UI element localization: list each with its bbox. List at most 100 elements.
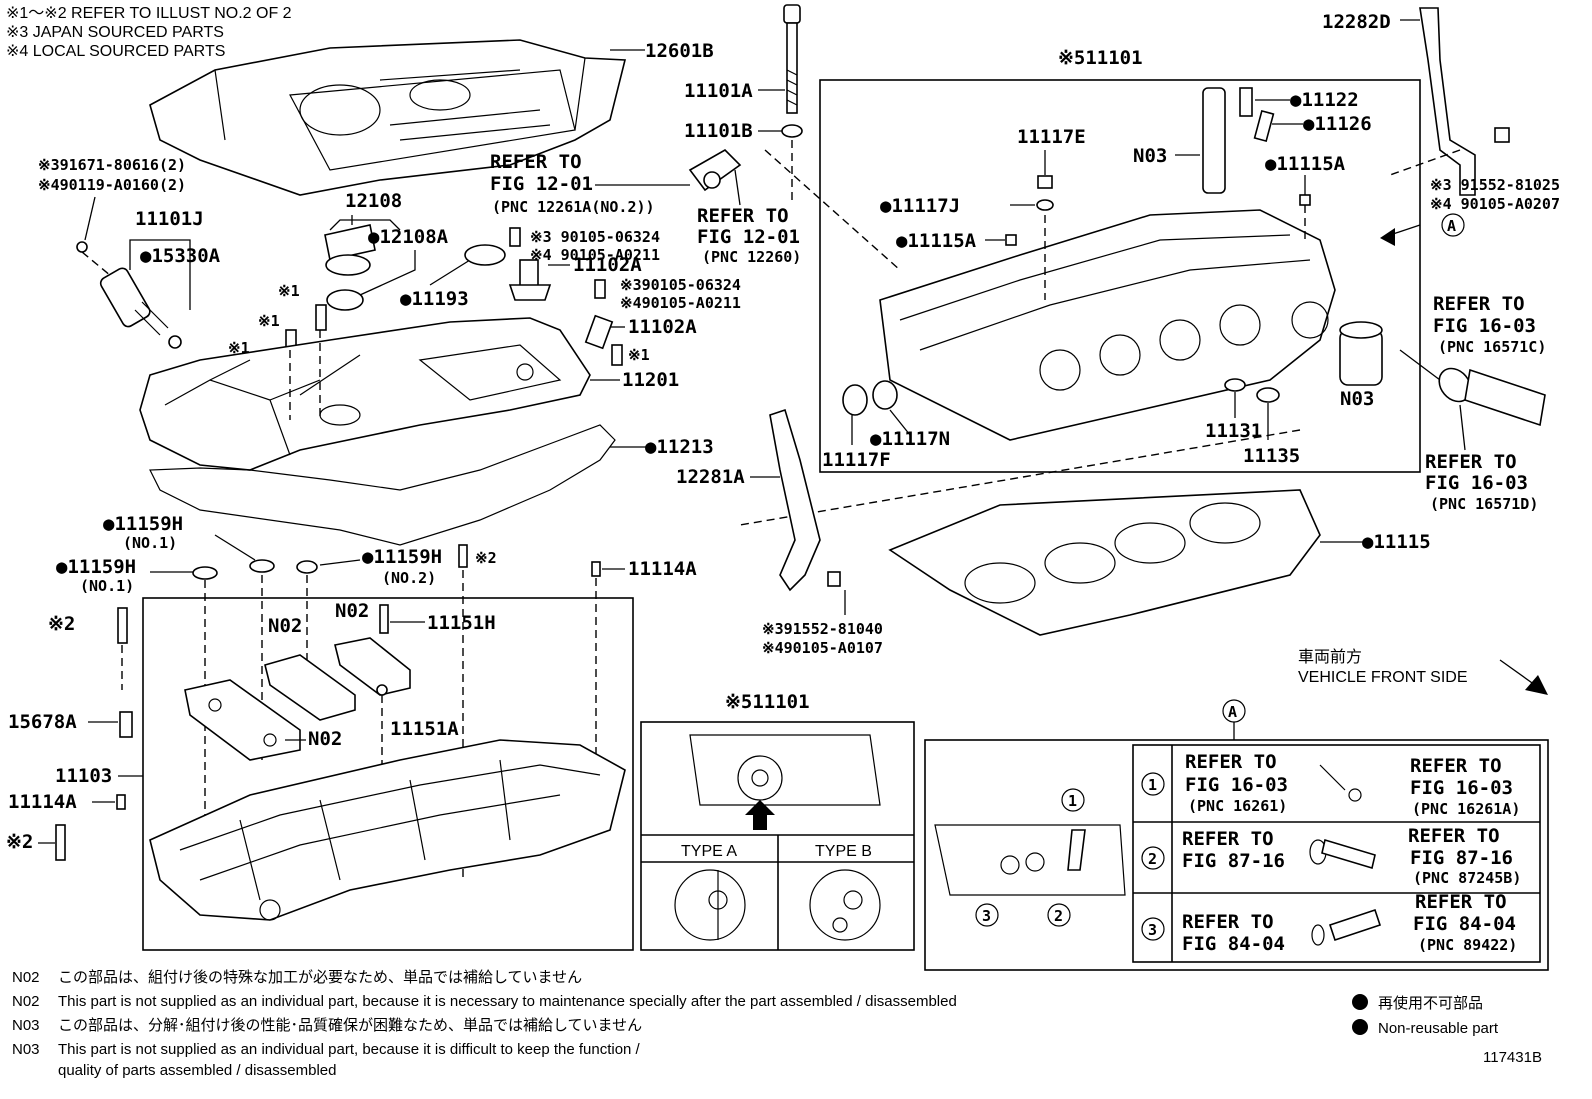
a-circle-detail: A: [1228, 703, 1237, 721]
x2-bolt-top: [458, 544, 468, 568]
plug-15678A: [119, 711, 133, 738]
label-11102A-1: 11102A: [573, 254, 642, 276]
a-callout-2: 2: [1054, 907, 1063, 925]
label-11102A-2: 11102A: [628, 316, 697, 338]
row-2-num: 2: [1148, 850, 1157, 868]
a-table-row-2: 2 REFER TO FIG 87-16 REFER TO FIG 87-16 …: [1141, 825, 1521, 887]
non-reusable-bullet-icon-2: [1352, 1019, 1368, 1035]
footnote-2-code: N02: [12, 993, 40, 1010]
footnote-1-text: この部品は、組付け後の特殊な加工が必要なため、単品では補給していません: [58, 969, 582, 986]
label-12108: 12108: [345, 190, 402, 212]
refer-12-01-a-line1: REFER TO: [490, 151, 582, 173]
label-11114A-1: 11114A: [628, 558, 697, 580]
type-b-label: TYPE B: [815, 843, 872, 860]
label-12108A: ●12108A: [368, 226, 449, 248]
legend-en: Non-reusable part: [1378, 1020, 1499, 1037]
footnote-4-text: This part is not supplied as an individu…: [58, 1041, 641, 1058]
row-1-left-2: FIG 16-03: [1185, 774, 1288, 796]
dowel-11114A-1: [591, 561, 601, 577]
label-11122: ●11122: [1290, 89, 1359, 111]
x2-label-top: ※2: [475, 549, 497, 567]
x2-label-left-1: ※2: [48, 613, 75, 635]
row-2-left-2: FIG 87-16: [1182, 850, 1285, 872]
label-11151A: 11151A: [390, 718, 459, 740]
a-table-row-3: 3 REFER TO FIG 84-04 REFER TO FIG 84-04 …: [1141, 891, 1517, 955]
lower-case-box: [142, 597, 634, 951]
footnote-3-code: N03: [12, 1017, 40, 1034]
label-391671: ※391671-80616(2): [38, 156, 186, 174]
label-11213: ●11213: [645, 436, 714, 458]
label-490105-b: ※490105-A0211: [620, 294, 741, 312]
bolt-90105-b: [594, 279, 606, 299]
refer-12-01-b-line3: (PNC 12260): [702, 248, 801, 266]
label-11101-main: ※511101: [1058, 47, 1143, 69]
x1-label-2: ※1: [258, 312, 280, 330]
dowel-11114A-2: [116, 794, 126, 810]
bearing-cap-3: [334, 637, 411, 696]
label-N02-1: N02: [268, 615, 302, 637]
label-490105-c: ※4 90105-A0207: [1430, 195, 1560, 213]
bracket-12281A: [769, 408, 821, 592]
plug-11117E: [1037, 175, 1053, 189]
a-callout-1: 1: [1068, 792, 1077, 810]
row-3-num: 3: [1148, 921, 1157, 939]
bearing-cap-1: [184, 679, 301, 761]
refer-16-03-d-line2: FIG 16-03: [1425, 472, 1528, 494]
label-15330A: ●15330A: [140, 245, 221, 267]
label-11117E: 11117E: [1017, 126, 1086, 148]
label-11126: ●11126: [1303, 113, 1372, 135]
label-390105-a: ※3 90105-06324: [530, 228, 660, 246]
label-11114A-2: 11114A: [8, 791, 77, 813]
front-arrow-icon: [1525, 675, 1548, 695]
oil-control-valve: [99, 267, 182, 349]
oil-filler-cap: [324, 224, 376, 276]
label-11159H-2: ●11159H: [56, 556, 136, 578]
label-11151H: 11151H: [427, 612, 496, 634]
refer-16-03-d-line1: REFER TO: [1425, 451, 1517, 473]
a-table-row-1: 1 REFER TO FIG 16-03 (PNC 16261) REFER T…: [1141, 751, 1520, 818]
cam-position-sensor-2: [584, 314, 614, 350]
label-11117F: 11117F: [822, 449, 891, 471]
label-11159H-1-no: (NO.1): [123, 534, 177, 552]
cylinder-head: [879, 209, 1336, 441]
bracket-12282D: [1419, 7, 1476, 196]
row-2-left-1: REFER TO: [1182, 828, 1274, 850]
footnote-4-code: N03: [12, 1041, 40, 1058]
row-1-right-3: (PNC 16261A): [1412, 800, 1520, 818]
footnote-3-text: この部品は、分解･組付け後の性能･品質確保が困難なため、単品では補給していません: [58, 1016, 642, 1034]
label-490105-d: ※490105-A0107: [762, 639, 883, 657]
row-3-right-2: FIG 84-04: [1413, 913, 1516, 935]
x1-bolt-1: [315, 304, 327, 331]
header-note-3: ※4 LOCAL SOURCED PARTS: [6, 43, 225, 60]
refer-16-03-d-line3: (PNC 16571D): [1430, 495, 1538, 513]
refer-16-03-c-line1: REFER TO: [1433, 293, 1525, 315]
row-3-right-1: REFER TO: [1415, 891, 1507, 913]
bearing-cap-2: [264, 654, 356, 721]
footnote-1-code: N02: [12, 969, 40, 986]
refer-16-03-c-line2: FIG 16-03: [1433, 315, 1536, 337]
row-1-right-2: FIG 16-03: [1410, 777, 1513, 799]
row-1-right-1: REFER TO: [1410, 755, 1502, 777]
seal-washer-2: [249, 559, 275, 573]
head-bolt: [783, 4, 801, 114]
row-1-left-3: (PNC 16261): [1188, 797, 1287, 815]
refer-16-03-c-line3: (PNC 16571C): [1438, 338, 1546, 356]
label-11159H-3: ●11159H: [362, 546, 442, 568]
label-12281A: 12281A: [676, 466, 745, 488]
label-type-11101: ※511101: [725, 691, 810, 713]
spark-plug-tube-gasket: [464, 244, 506, 266]
row-3-left-1: REFER TO: [1182, 911, 1274, 933]
label-11193: ●11193: [400, 288, 469, 310]
legend-jp: 再使用不可部品: [1378, 995, 1483, 1012]
row-1-left-1: REFER TO: [1185, 751, 1277, 773]
row-2-right-2: FIG 87-16: [1410, 847, 1513, 869]
footnote-5-text: quality of parts assembled / disassemble…: [58, 1062, 336, 1079]
label-11159H-1: ●11159H: [103, 513, 183, 535]
label-11115A-2: ●11115A: [1265, 153, 1346, 175]
n03-tube: [1202, 87, 1226, 194]
x1-bolt-3: [611, 344, 623, 366]
label-15678A: 15678A: [8, 711, 77, 733]
label-11135: 11135: [1243, 445, 1300, 467]
label-11101A: 11101A: [684, 80, 753, 102]
